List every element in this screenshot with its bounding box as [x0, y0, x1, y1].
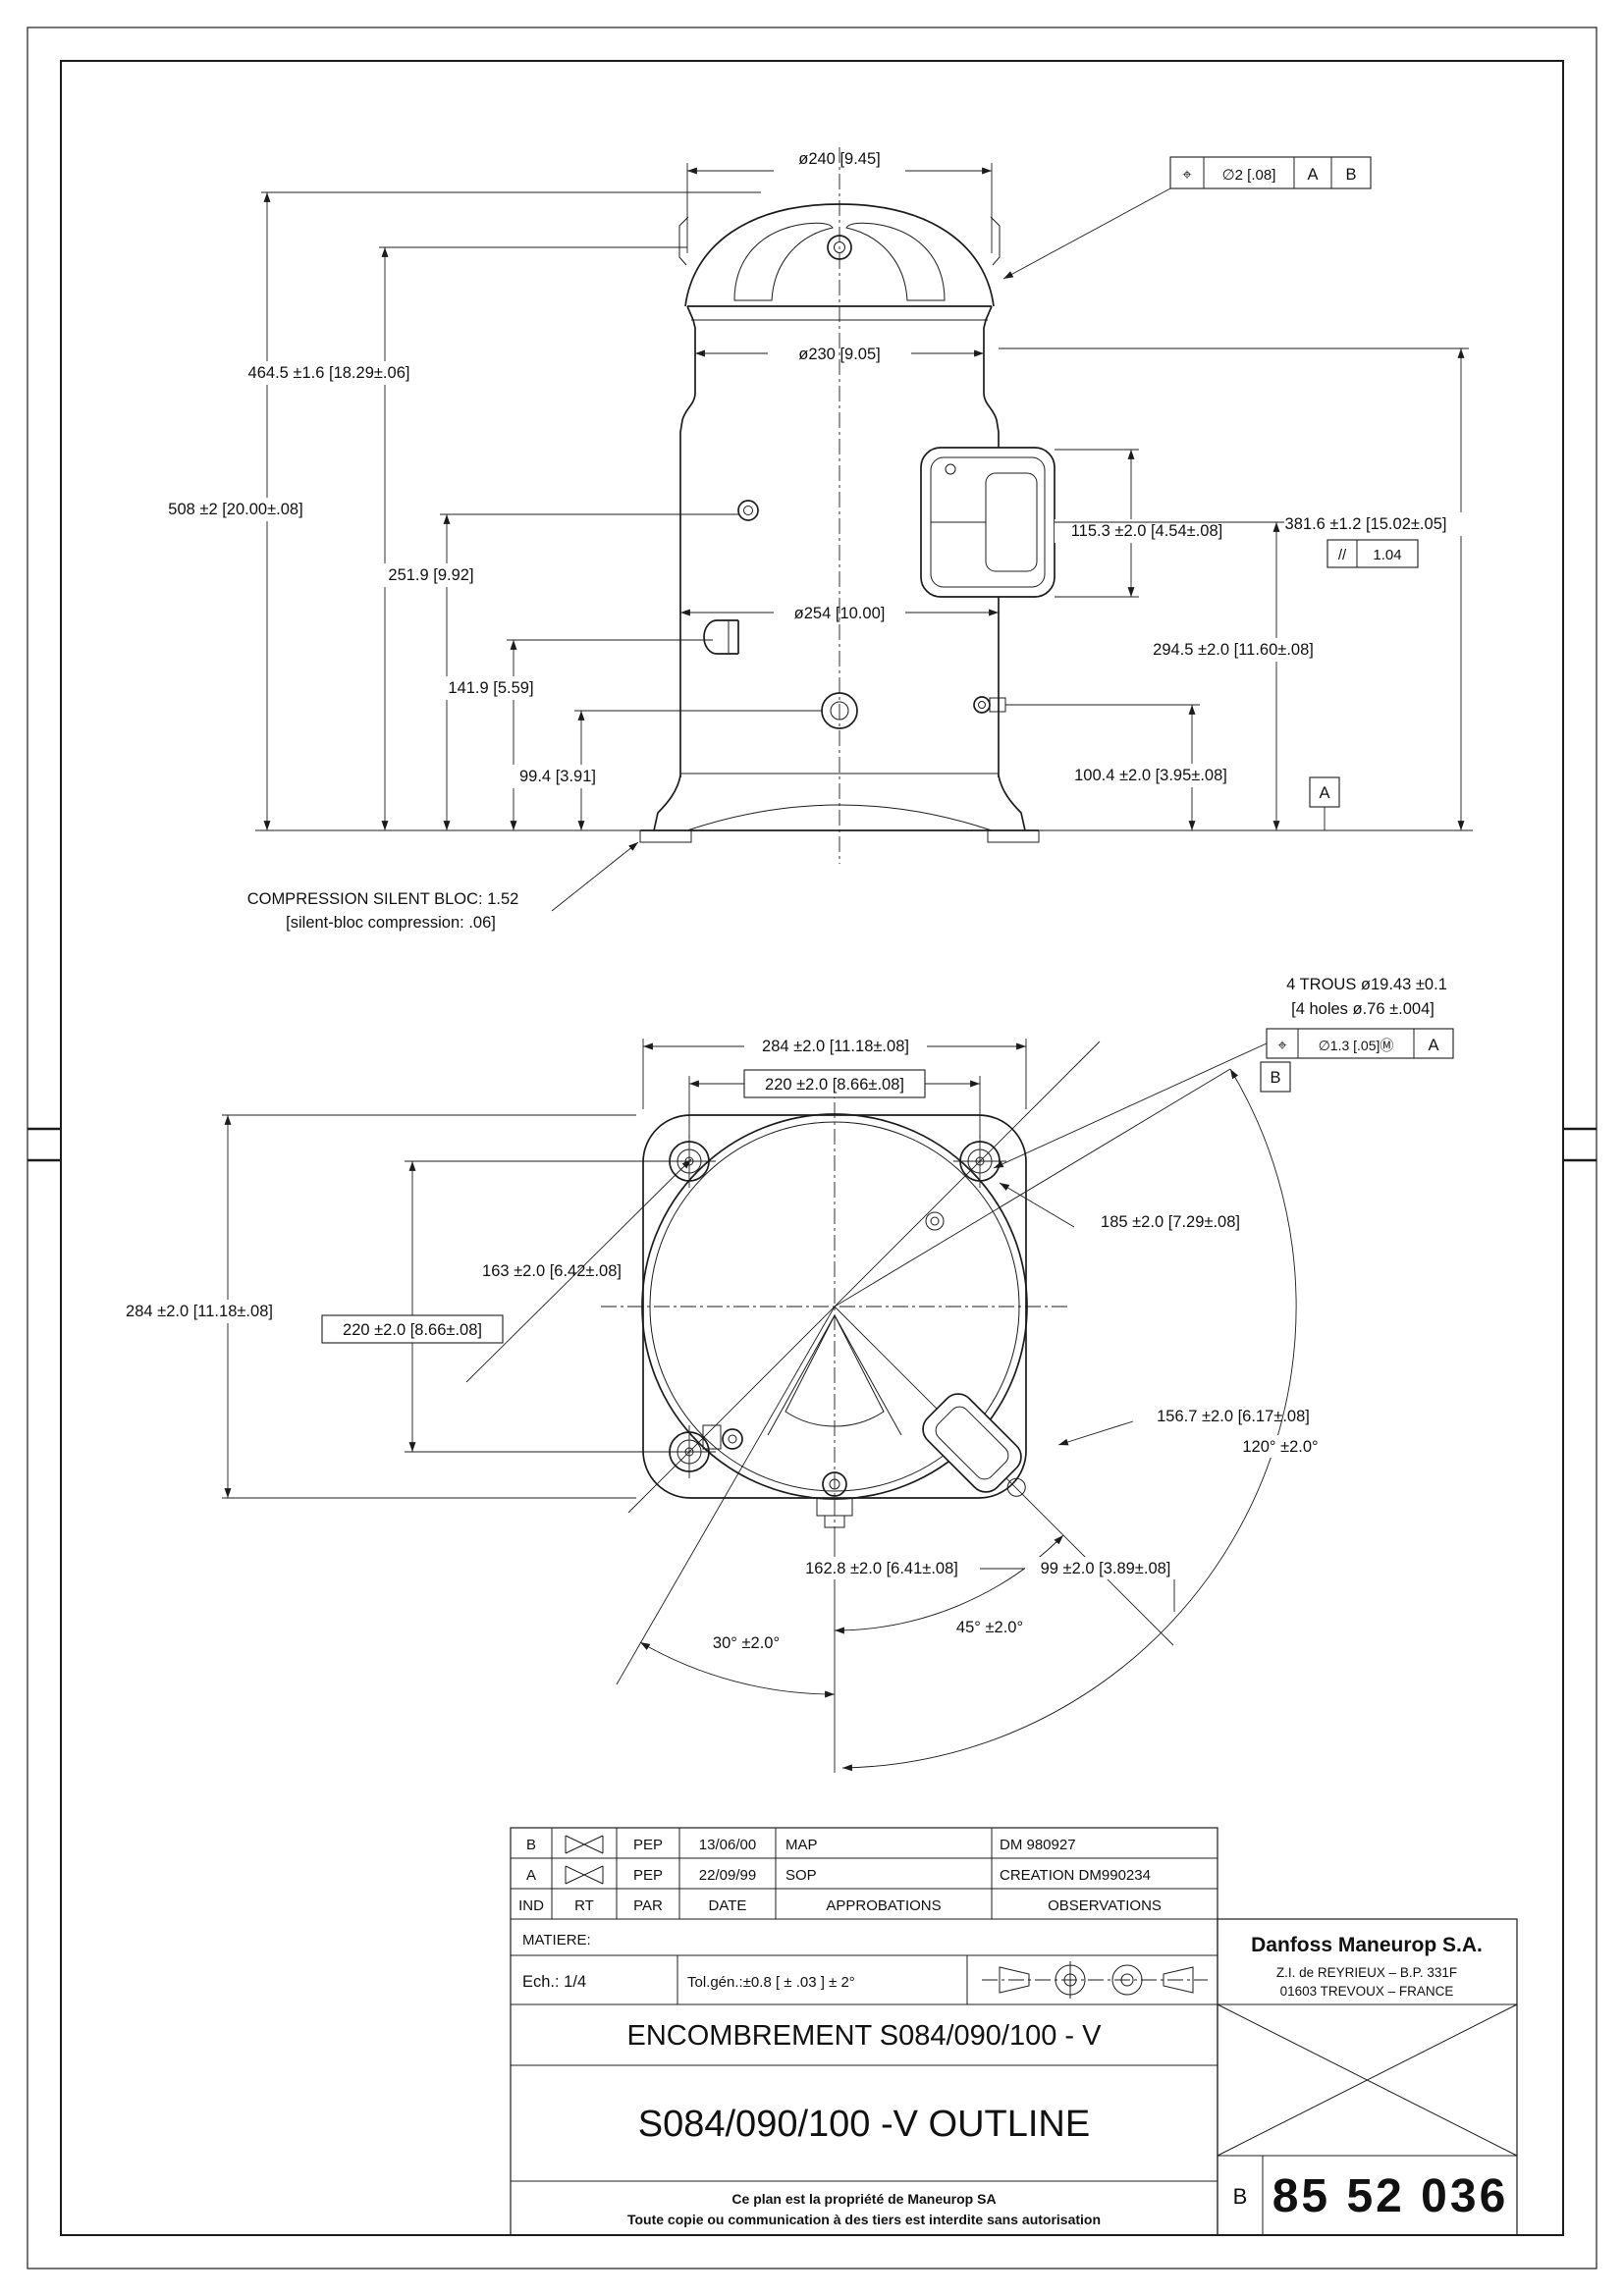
hdr-date: DATE [709, 1897, 747, 1914]
dim-2519: 251.9 [9.92] [388, 566, 473, 584]
revision-letter: B [1233, 2184, 1248, 2209]
rev-a-date: 22/09/99 [699, 1867, 756, 1884]
parallelism-frame: // 1.04 [1326, 539, 1419, 568]
bottom-view-dimensions: 284 ±2.0 [11.18±.08] 220 ±2.0 [8.66±.08]… [104, 976, 1454, 1653]
dim-4645: 464.5 ±1.6 [18.29±.06] [248, 364, 410, 382]
fcf2-tolerance: ∅1.3 [.05]Ⓜ [1319, 1038, 1394, 1053]
left-foot [639, 829, 692, 843]
parallelism-value: 1.04 [1373, 547, 1401, 563]
compressor-top-view: 284 ±2.0 [11.18±.08] 220 ±2.0 [8.66±.08]… [104, 976, 1454, 1773]
position-symbol-icon: ⌖ [1182, 166, 1192, 184]
drawing-title-fr: ENCOMBREMENT S084/090/100 - V [627, 2020, 1103, 2052]
parallelism-icon: // [1338, 547, 1347, 563]
holes-note-line2: [4 holes ø.76 ±.004] [1291, 1000, 1435, 1018]
angle-45: 45° ±2.0° [956, 1619, 1023, 1636]
revision-row-b: B PEP 13/06/00 MAP DM 980927 [526, 1835, 1076, 1854]
rev-b-par: PEP [633, 1837, 663, 1853]
void-cell-diagonals [1217, 2003, 1518, 2157]
matiere-label: MATIERE: [522, 1932, 591, 1949]
rev-a-appro: SOP [785, 1867, 817, 1884]
internal-features [702, 1211, 1026, 1528]
suction-port [703, 619, 739, 655]
company-name: Danfoss Maneurop S.A. [1251, 1934, 1483, 1956]
compressor-side-view: ø240 [9.45] ⌖ ∅2 [.08] A B 508 ±2 [20.00… [149, 147, 1473, 932]
side-fitting [702, 1424, 743, 1450]
dim-1567: 156.7 ±2.0 [6.17±.08] [1157, 1408, 1310, 1425]
silent-bloc-line2: [silent-bloc compression: .06] [286, 914, 496, 932]
hdr-ind: IND [518, 1897, 544, 1914]
hdr-par: PAR [633, 1897, 663, 1914]
dim-284-top: 284 ±2.0 [11.18±.08] [762, 1038, 909, 1055]
fcf-tolerance: ∅2 [.08] [1222, 167, 1276, 184]
angle-30: 30° ±2.0° [713, 1634, 780, 1652]
datum-a-label: A [1319, 784, 1329, 802]
dim-1153: 115.3 ±2.0 [4.54±.08] [1071, 522, 1223, 540]
rev-a-par: PEP [633, 1867, 663, 1884]
revision-symbol-icon [565, 1865, 604, 1885]
hdr-obs: OBSERVATIONS [1048, 1897, 1162, 1914]
dim-dia254: ø254 [10.00] [794, 605, 886, 622]
scale-label: Ech.: 1/4 [522, 1973, 586, 1991]
rev-a-obs: CREATION DM990234 [1000, 1867, 1151, 1884]
rev-b-date: 13/06/00 [699, 1837, 756, 1853]
dim-dia230: ø230 [9.05] [798, 346, 880, 363]
dim-163: 163 ±2.0 [6.42±.08] [482, 1262, 622, 1280]
terminal-box [920, 447, 1056, 598]
dim-99: 99 ±2.0 [3.89±.08] [1041, 1560, 1171, 1577]
rev-b-obs: DM 980927 [1000, 1837, 1076, 1853]
dim-508: 508 ±2 [20.00±.08] [168, 501, 302, 518]
dim-dia240: ø240 [9.45] [798, 150, 880, 168]
fcf-datum-a: A [1307, 166, 1318, 184]
silent-bloc-line1: COMPRESSION SILENT BLOC: 1.52 [247, 890, 519, 908]
revision-row-a: A PEP 22/09/99 SOP CREATION DM990234 [526, 1865, 1151, 1885]
company-address-1: Z.I. de REYRIEUX – B.P. 331F [1276, 1965, 1457, 1980]
position-tolerance-frame: ⌖ ∅2 [.08] A B [1002, 156, 1372, 280]
position-symbol-icon: ⌖ [1277, 1037, 1287, 1054]
property-note-line1: Ce plan est la propriété de Maneurop SA [731, 2191, 996, 2207]
property-note-line2: Toute copie ou communication à des tiers… [627, 2212, 1101, 2227]
position-tolerance-frame-2: ⌖ ∅1.3 [.05]Ⓜ A B [993, 1028, 1454, 1169]
rev-b-appro: MAP [785, 1837, 818, 1853]
revision-header-row: IND RT PAR DATE APPROBATIONS OBSERVATION… [518, 1897, 1162, 1914]
title-block: B PEP 13/06/00 MAP DM 980927 A PEP 22/09… [510, 1827, 1518, 2236]
dim-1628: 162.8 ±2.0 [6.41±.08] [805, 1560, 958, 1577]
hdr-rt: RT [574, 1897, 594, 1914]
fcf2-datum-a: A [1428, 1037, 1438, 1054]
dim-2945: 294.5 ±2.0 [11.60±.08] [1153, 641, 1314, 659]
registration-marks [27, 1127, 1597, 1162]
dim-994: 99.4 [3.91] [519, 768, 596, 785]
top-view-dimensions: ø240 [9.45] ⌖ ∅2 [.08] A B 508 ±2 [20.00… [149, 150, 1473, 932]
rev-b-ind: B [526, 1837, 536, 1853]
silent-bloc-note: COMPRESSION SILENT BLOC: 1.52 [silent-bl… [247, 841, 639, 932]
fcf2-datum-b: B [1270, 1069, 1280, 1087]
holes-note: 4 TROUS ø19.43 ±0.1 [4 holes ø.76 ±.004] [1286, 976, 1447, 1018]
projection-symbol-icon [982, 1961, 1208, 1999]
company-block: Danfoss Maneurop S.A. Z.I. de REYRIEUX –… [1217, 1934, 1518, 2235]
hdr-appro: APPROBATIONS [826, 1897, 941, 1914]
top-cap [678, 203, 1001, 321]
datum-a-box: A [1309, 776, 1340, 830]
right-fitting [973, 696, 1006, 714]
general-tolerance: Tol.gén.:±0.8 [ ± .03 ] ± 2° [687, 1974, 855, 1991]
dim-1004: 100.4 ±2.0 [3.95±.08] [1074, 767, 1227, 784]
dim-220-top: 220 ±2.0 [8.66±.08] [765, 1076, 904, 1094]
drawing-title-en: S084/090/100 -V OUTLINE [638, 2104, 1090, 2145]
fcf-datum-b: B [1345, 166, 1356, 184]
right-foot [987, 829, 1040, 843]
revision-table: B PEP 13/06/00 MAP DM 980927 A PEP 22/09… [511, 1828, 1218, 1920]
holes-note-line1: 4 TROUS ø19.43 ±0.1 [1286, 976, 1447, 993]
document-number: 85 52 036 [1272, 2170, 1509, 2222]
dim-1419: 141.9 [5.59] [448, 679, 533, 697]
dim-3816: 381.6 ±1.2 [15.02±.05] [1285, 515, 1447, 533]
company-address-2: 01603 TREVOUX – FRANCE [1280, 1984, 1454, 1999]
sight-glass [737, 500, 759, 521]
dim-220-left: 220 ±2.0 [8.66±.08] [343, 1321, 482, 1339]
dim-284-left: 284 ±2.0 [11.18±.08] [126, 1303, 273, 1320]
angle-120: 120° ±2.0° [1242, 1438, 1318, 1456]
discharge-connector [922, 1393, 1026, 1497]
rev-a-ind: A [526, 1867, 536, 1884]
revision-symbol-icon [565, 1835, 604, 1854]
compressor-shell [639, 305, 1040, 843]
dim-185: 185 ±2.0 [7.29±.08] [1101, 1213, 1240, 1231]
